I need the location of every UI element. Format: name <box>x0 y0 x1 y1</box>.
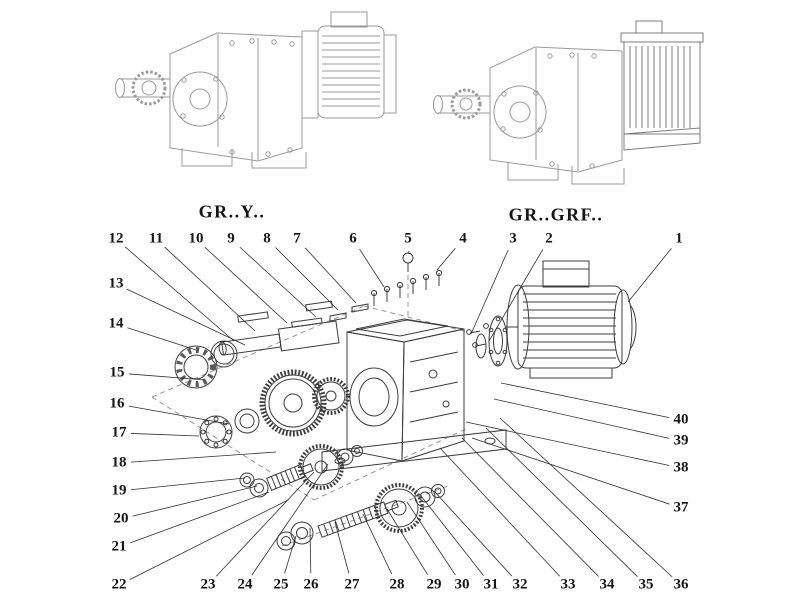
leader-line-3 <box>470 249 509 335</box>
callout-number-15: 15 <box>108 364 126 381</box>
leader-line-6 <box>359 248 385 288</box>
leader-line-12 <box>124 246 235 342</box>
leader-line-11 <box>164 246 256 332</box>
exploded-view <box>151 252 637 551</box>
callout-number-20: 20 <box>112 510 130 527</box>
ball-bearing <box>199 408 260 449</box>
callout-number-21: 21 <box>110 538 128 555</box>
callout-number-5: 5 <box>403 230 413 247</box>
callout-number-35: 35 <box>637 576 655 593</box>
callout-number-10: 10 <box>187 230 205 247</box>
callout-number-31: 31 <box>482 576 500 593</box>
top-fastener-set <box>370 252 443 306</box>
callout-number-40: 40 <box>672 411 690 428</box>
callout-number-27: 27 <box>343 576 361 593</box>
callout-number-32: 32 <box>511 576 529 593</box>
leader-line-15 <box>128 373 207 381</box>
leader-line-1 <box>627 248 672 303</box>
input-flange-assembly <box>466 315 508 367</box>
electric-motor <box>506 260 637 379</box>
leader-line-7 <box>304 247 357 304</box>
leader-line-32 <box>433 490 513 577</box>
leader-line-33 <box>439 447 561 577</box>
leader-line-17 <box>130 433 200 437</box>
leader-line-13 <box>126 288 246 346</box>
callout-number-14: 14 <box>107 315 125 332</box>
leader-line-27 <box>334 521 350 574</box>
assembled-unit-gr-y <box>115 11 397 169</box>
leader-line-39 <box>493 398 670 439</box>
leader-line-31 <box>420 495 484 576</box>
output-shaft <box>218 317 340 356</box>
leader-line-2 <box>488 249 544 342</box>
callout-number-28: 28 <box>388 576 406 593</box>
leader-line-40 <box>500 382 670 418</box>
callout-number-39: 39 <box>672 432 690 449</box>
callout-number-23: 23 <box>199 576 217 593</box>
leader-line-18 <box>130 451 277 463</box>
leader-line-10 <box>204 246 288 324</box>
leader-line-19 <box>130 477 246 491</box>
leader-line-29 <box>386 508 429 576</box>
callout-number-19: 19 <box>110 482 128 499</box>
leader-line-26 <box>309 527 312 574</box>
callout-number-13: 13 <box>107 275 125 292</box>
leader-line-9 <box>239 246 317 318</box>
leader-line-16 <box>128 405 230 425</box>
callout-number-37: 37 <box>672 499 690 516</box>
leader-line-25 <box>284 535 297 574</box>
leader-line-20 <box>132 485 258 517</box>
leader-line-30 <box>406 501 456 576</box>
callout-number-7: 7 <box>292 230 302 247</box>
large-gear <box>259 369 350 437</box>
callout-number-30: 30 <box>453 576 471 593</box>
leader-line-4 <box>436 247 456 271</box>
leader-line-8 <box>275 247 339 311</box>
leader-line-23 <box>215 471 315 577</box>
callout-number-26: 26 <box>302 576 320 593</box>
callout-number-38: 38 <box>672 459 690 476</box>
callout-number-17: 17 <box>110 424 128 441</box>
callout-number-6: 6 <box>348 230 358 247</box>
leader-line-28 <box>362 513 393 575</box>
callout-number-4: 4 <box>458 230 468 247</box>
leader-line-37 <box>471 437 670 505</box>
callout-number-8: 8 <box>262 230 272 247</box>
callout-number-29: 29 <box>425 576 443 593</box>
callout-number-16: 16 <box>108 395 126 412</box>
variant-label-gr-grf: GR..GRF.. <box>508 204 604 225</box>
fin-cover-block <box>620 20 704 151</box>
leader-line-22 <box>129 499 289 580</box>
callout-number-1: 1 <box>674 230 684 247</box>
assembled-unit-gr-grf <box>433 20 704 185</box>
callout-number-25: 25 <box>272 576 290 593</box>
callout-number-11: 11 <box>147 230 165 247</box>
assembly-guide-lines <box>151 266 469 547</box>
callout-number-3: 3 <box>508 230 518 247</box>
shaft-keys <box>237 300 369 323</box>
leader-line-35 <box>485 427 638 577</box>
lock-nut-and-snap-ring <box>174 340 238 389</box>
callout-number-22: 22 <box>110 576 128 593</box>
leader-line-14 <box>127 327 197 351</box>
variant-label-gr-y: GR..Y.. <box>198 201 266 222</box>
callout-number-33: 33 <box>559 576 577 593</box>
callout-number-18: 18 <box>110 454 128 471</box>
eye-bolt <box>402 252 414 264</box>
callout-number-34: 34 <box>598 576 616 593</box>
callout-number-24: 24 <box>236 576 254 593</box>
leader-line-38 <box>465 421 670 466</box>
leader-line-36 <box>499 417 673 578</box>
input-pinion-cluster <box>276 483 445 551</box>
callout-number-12: 12 <box>107 230 125 247</box>
callout-number-9: 9 <box>226 230 236 247</box>
leader-lines <box>124 246 673 580</box>
leader-line-24 <box>251 463 329 576</box>
callout-number-36: 36 <box>672 576 690 593</box>
leader-line-21 <box>130 491 270 544</box>
leader-line-34 <box>461 437 599 577</box>
callout-number-2: 2 <box>544 230 554 247</box>
